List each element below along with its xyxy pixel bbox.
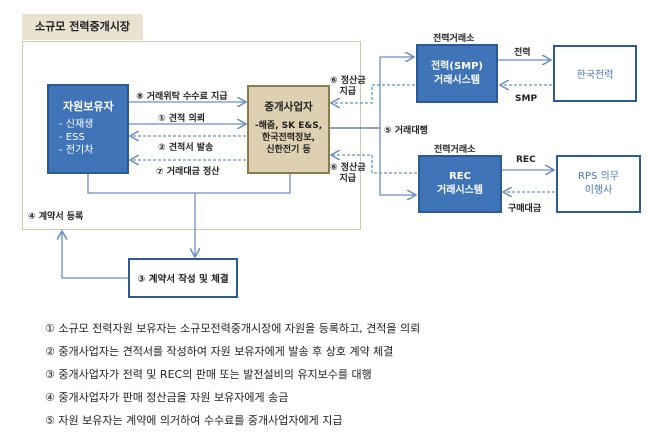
agency-arrow-rec [379,128,416,195]
note-item: ② 중개사업자는 견적서를 작성하여 자원 보유자에게 발송 후 상호 계약 체… [45,345,394,358]
resource-owner-title: 자원보유자 [63,100,114,113]
agency-arrow-smp [379,57,414,128]
power-label: 전력 [514,48,531,58]
resource-owner-item: - 전기차 [59,145,94,156]
note-item: ④ 중개사업자가 판매 정산금을 자원 보유자에게 송금 [45,391,289,404]
contract-box: ③ 계약서 작성 및 체결 [128,258,238,298]
kepco-box: 한국전력 [553,45,637,102]
rec-exchange-label: 전력거래소 [434,145,476,155]
register-arrow [62,231,128,279]
broker-line: -해줌, SK E&S, [254,121,323,131]
pay-top-arrow [331,84,415,103]
note-item: ③ 중개사업자가 전력 및 REC의 판매 또는 발전설비의 유지보수를 대행 [45,368,372,381]
resource-owner-box: 자원보유자 - 신재생 - ESS - 전기차 [47,84,129,174]
smp-system-box: 전력(SMP)거래시스템 [416,44,498,103]
resource-owner-item: - 신재생 [59,119,94,130]
agency-label: ⑤ 거래대행 [384,126,428,136]
rec-label: REC [516,155,536,165]
quote-send-label: ② 견적서 발송 [158,143,214,153]
settlement-label: ⑦ 거래대금 정산 [156,167,220,177]
note-item: ⑤ 자원 보유자는 계약에 의거하여 수수료를 중개사업자에게 지급 [45,414,343,427]
market-boundary [22,41,361,230]
note-item: ① 소규모 전력자원 보유자는 소규모전력중개시장에 자원을 등록하고, 견적을… [45,322,421,335]
register-connector [87,174,291,194]
pay-bottom-arrow [331,155,417,174]
broker-line: 신한전기 등 [266,145,311,155]
smp-label: SMP [515,94,538,104]
market-title: 소규모 전력중개시장 [22,14,143,40]
broker-title: 중개사업자 [264,101,313,113]
broker-line: 한국전력정보, [261,133,316,143]
purchase-label: 구매대금 [508,204,542,214]
register-label: ④ 계약서 등록 [28,212,84,222]
quote-request-label: ① 견적 의뢰 [158,114,206,124]
fee-label: ⑧ 거래위탁 수수료 지급 [136,92,228,102]
smp-exchange-label: 전력거래소 [433,34,475,44]
resource-owner-item: - ESS [59,132,85,143]
broker-box: 중개사업자 -해줌, SK E&S, 한국전력정보, 신한전기 등 [247,85,330,174]
